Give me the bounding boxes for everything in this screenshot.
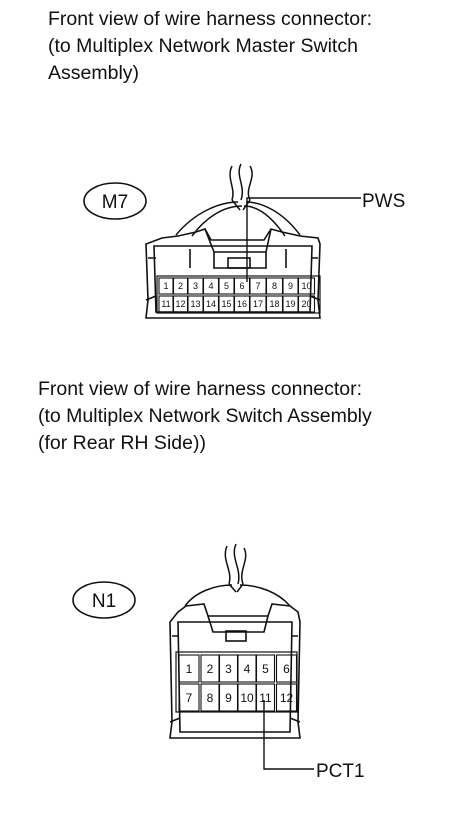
pin-number-14: 14 <box>206 299 216 309</box>
pin-cell-10 <box>297 277 316 295</box>
connector-n1-caption: Front view of wire harness connector: (t… <box>38 376 372 457</box>
pin-number-2: 2 <box>178 281 183 291</box>
pin-number-5: 5 <box>262 662 269 676</box>
connector-code-badge-m7: M7 <box>83 182 147 220</box>
pin-cell-11 <box>255 683 276 712</box>
pin-number-6: 6 <box>239 281 244 291</box>
pin-number-17: 17 <box>253 299 263 309</box>
pin-number-6: 6 <box>283 662 290 676</box>
pin-number-12: 12 <box>175 299 185 309</box>
pin-number-12: 12 <box>280 691 294 705</box>
pin-number-9: 9 <box>288 281 293 291</box>
pin-number-13: 13 <box>190 299 200 309</box>
caption-line: Assembly) <box>48 62 140 84</box>
pin-number-8: 8 <box>272 281 277 291</box>
connector-n1 <box>169 543 301 739</box>
pin-number-3: 3 <box>225 662 232 676</box>
pin-grid-m7 <box>156 275 321 314</box>
pin-number-4: 4 <box>208 281 213 291</box>
terminal-label-pws: PWS <box>362 191 405 212</box>
pin-cell-7 <box>178 683 200 712</box>
pin-number-7: 7 <box>186 691 193 705</box>
terminal-leader-n1 <box>263 700 314 770</box>
wire-bundle-m7 <box>175 163 301 237</box>
pin-number-2: 2 <box>207 662 214 676</box>
connector-code-badge-n1: N1 <box>72 581 136 619</box>
pin-number-1: 1 <box>186 662 193 676</box>
connector-code-m7: M7 <box>102 192 128 213</box>
connector-code-n1: N1 <box>92 591 116 612</box>
housing-m7 <box>145 228 321 319</box>
pin-number-10: 10 <box>240 691 254 705</box>
pin-number-4: 4 <box>244 662 251 676</box>
pin-number-1: 1 <box>163 281 168 291</box>
pin-cell-6 <box>275 654 298 683</box>
pin-number-20: 20 <box>301 299 311 309</box>
pin-number-7: 7 <box>255 281 260 291</box>
pin-number-11: 11 <box>259 691 272 705</box>
pin-cell-12 <box>275 683 298 712</box>
caption-line: Front view of wire harness connector: <box>48 8 373 30</box>
pin-number-19: 19 <box>285 299 295 309</box>
wire-bundle-n1 <box>184 543 291 607</box>
pin-cell-1 <box>178 654 200 683</box>
pin-cell-5 <box>255 654 276 683</box>
terminal-leader-m7 <box>246 197 361 282</box>
connector-m7 <box>145 163 321 319</box>
pin-number-11: 11 <box>161 299 170 309</box>
pin-cell-20 <box>297 295 316 313</box>
caption-line: (to Multiplex Network Switch Assembly <box>38 405 372 427</box>
pin-number-8: 8 <box>207 691 214 705</box>
pin-number-16: 16 <box>237 299 247 309</box>
caption-line: (to Multiplex Network Master Switch <box>48 35 358 57</box>
caption-line: Front view of wire harness connector: <box>38 378 363 400</box>
terminal-label-pct1: PCT1 <box>316 761 365 782</box>
pin-number-3: 3 <box>193 281 198 291</box>
connector-m7-caption: Front view of wire harness connector: (t… <box>48 6 372 87</box>
caption-line: (for Rear RH Side)) <box>38 432 206 454</box>
pin-number-9: 9 <box>225 691 232 705</box>
pin-number-10: 10 <box>301 281 311 291</box>
pin-number-5: 5 <box>224 281 229 291</box>
pin-number-15: 15 <box>221 299 231 309</box>
pin-number-18: 18 <box>269 299 279 309</box>
